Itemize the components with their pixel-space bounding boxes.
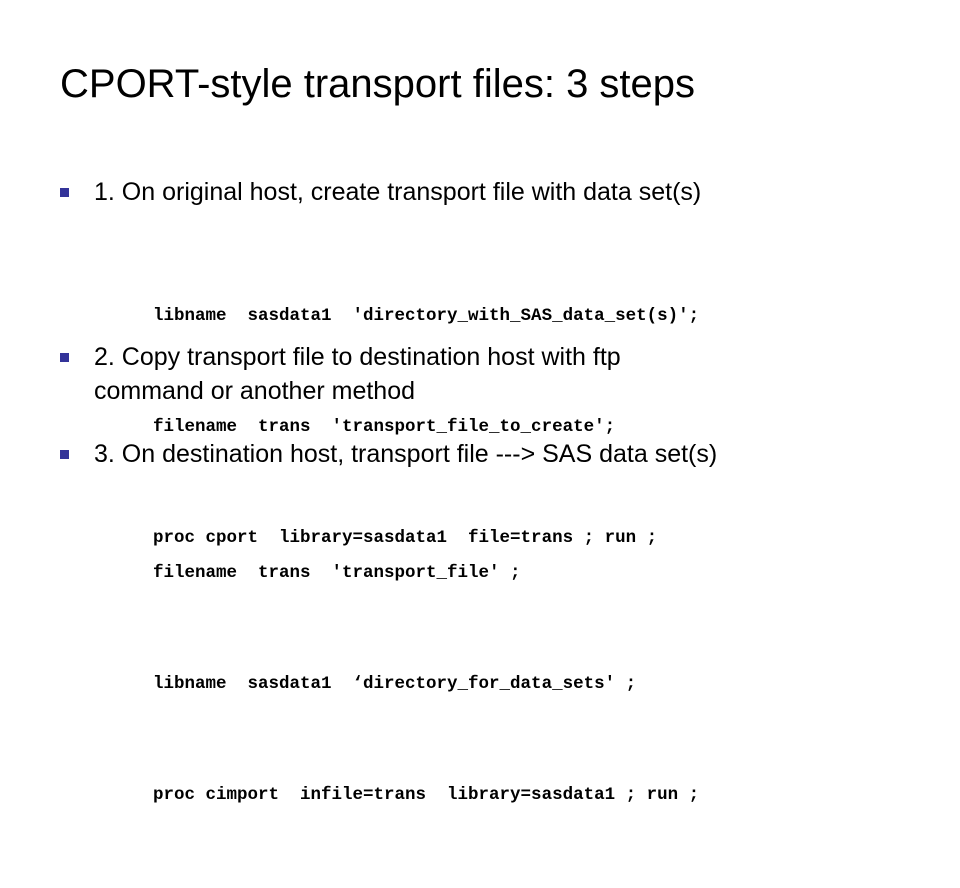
square-bullet-icon [60,450,69,459]
code-line: libname sasdata1 ‘directory_for_data_set… [153,674,637,694]
step-2-bullet: 2. Copy transport file to destination ho… [60,340,694,408]
step-1-bullet: 1. On original host, create transport fi… [60,175,914,209]
step-3-code-block: filename trans 'transport_file' ; libnam… [153,481,699,888]
step-2-text: 2. Copy transport file to destination ho… [94,343,621,405]
code-line: filename trans 'transport_file_to_create… [153,417,616,437]
code-line: libname sasdata1 'directory_with_SAS_dat… [153,306,700,326]
square-bullet-icon [60,188,69,197]
code-line: filename trans 'transport_file' ; [153,563,521,583]
slide: CPORT-style transport files: 3 steps 1. … [60,62,914,805]
code-line: proc cport library=sasdata1 file=trans ;… [153,528,658,548]
step-1-text: 1. On original host, create transport fi… [94,178,702,206]
step-3-bullet: 3. On destination host, transport file -… [60,437,914,471]
code-line: proc cimport infile=trans library=sasdat… [153,785,700,805]
square-bullet-icon [60,353,69,362]
step-3-text: 3. On destination host, transport file -… [94,440,718,468]
step-1-code-block: libname sasdata1 'directory_with_SAS_dat… [153,224,699,631]
slide-title: CPORT-style transport files: 3 steps [60,62,696,106]
